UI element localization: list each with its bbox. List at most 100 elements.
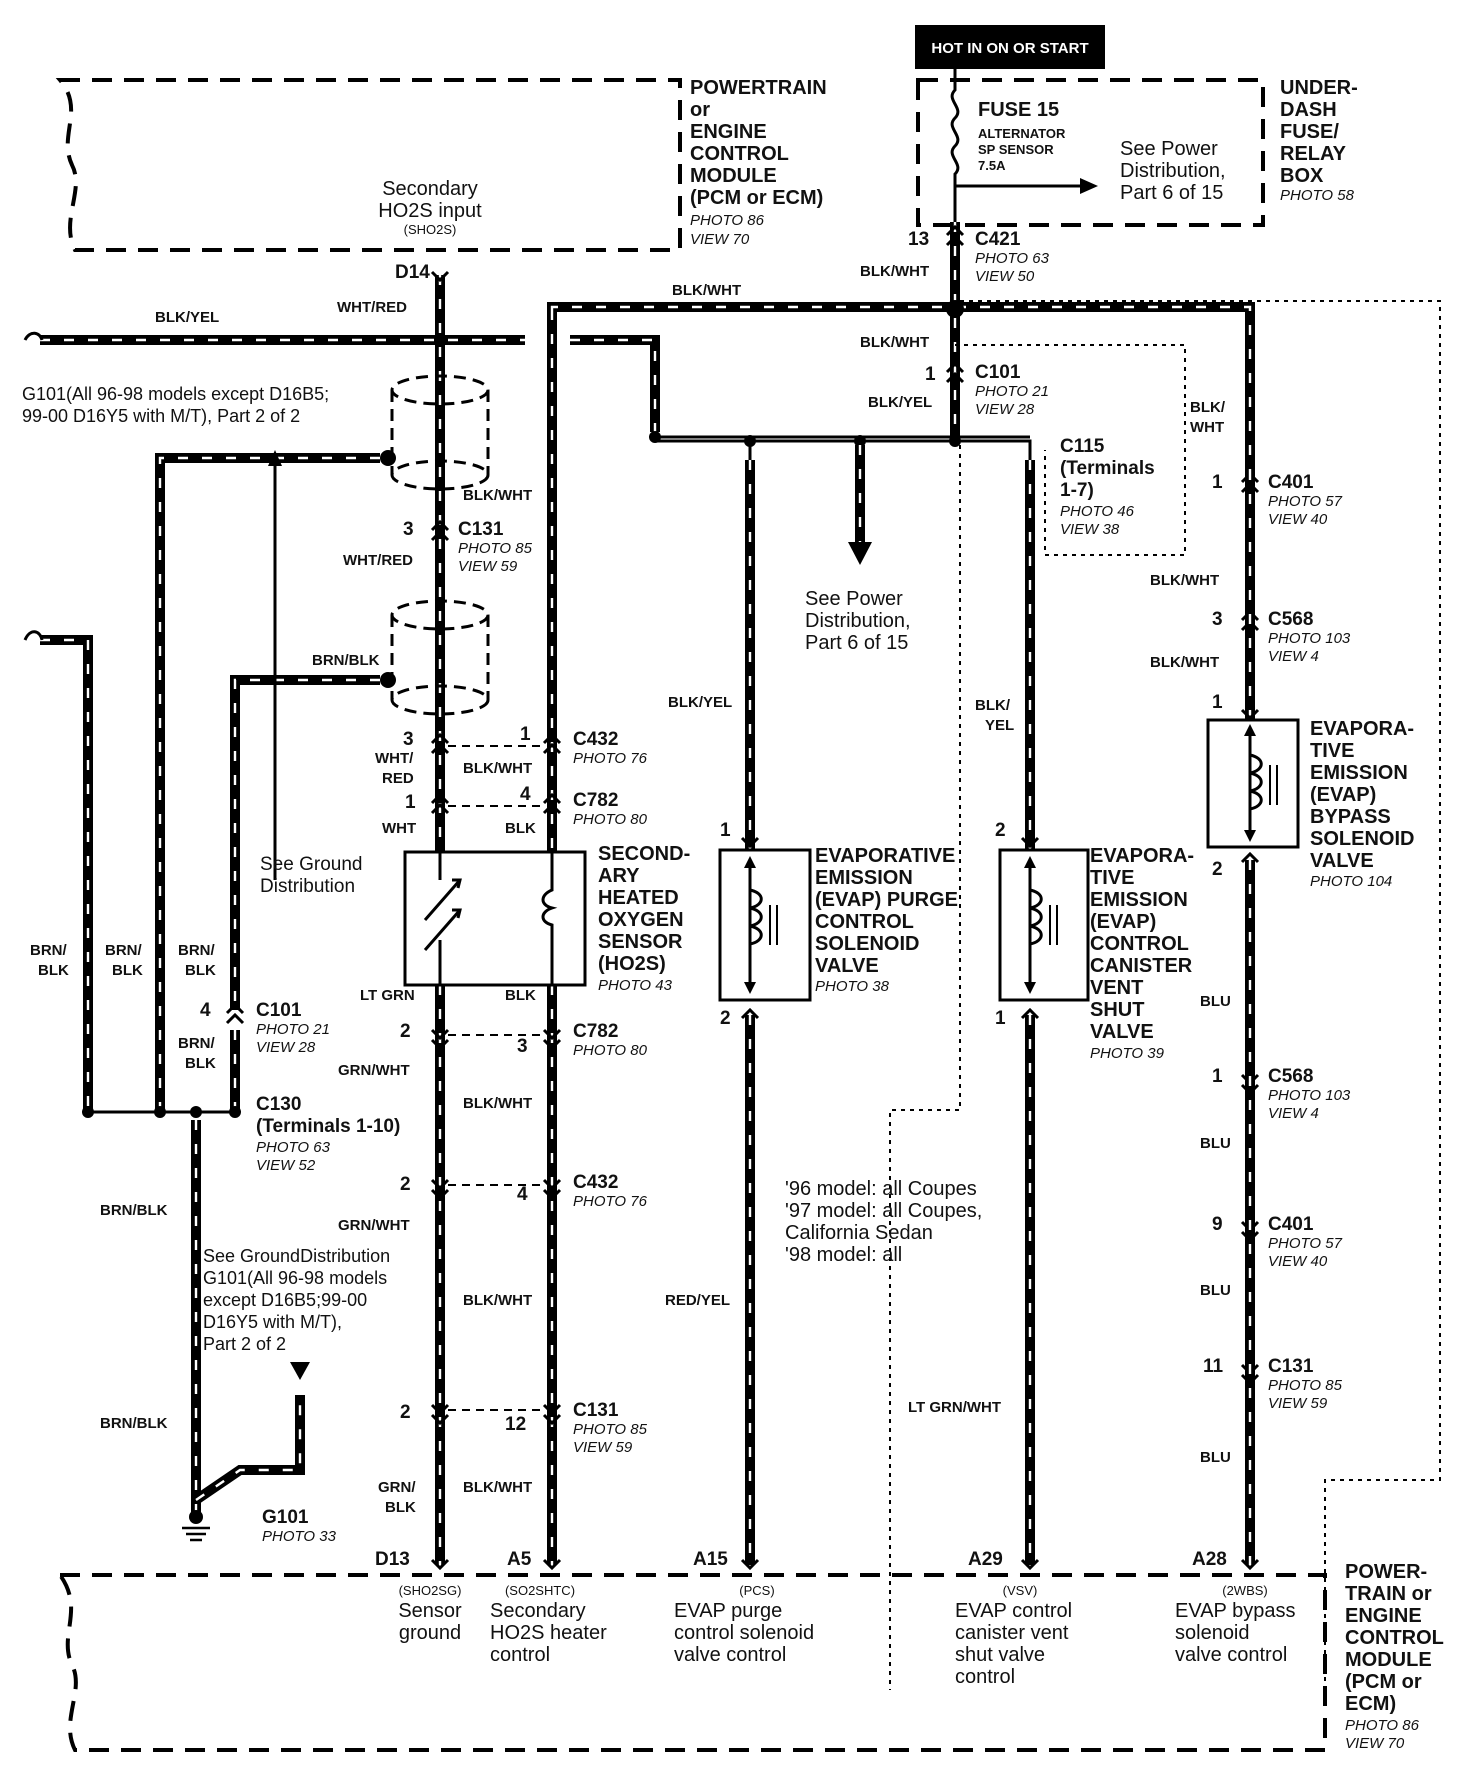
pin-a15: A15 — [693, 1549, 728, 1570]
c432b-name: C432 — [573, 1172, 618, 1193]
c432-pin-r: 1 — [520, 724, 531, 745]
svg-text:SENSOR: SENSOR — [598, 931, 683, 953]
c432b-pin-r: 4 — [517, 1184, 528, 1205]
terminal-a5: (SO2SHTC) Secondary HO2S heater control — [490, 1583, 607, 1666]
terminal-a29: (VSV) EVAP control canister vent shut va… — [955, 1583, 1072, 1688]
svg-text:MODULE: MODULE — [690, 165, 777, 187]
c131-photo: PHOTO 85 — [458, 540, 533, 557]
c101l-photo: PHOTO 21 — [256, 1021, 330, 1038]
svg-text:CANISTER: CANISTER — [1090, 955, 1193, 977]
fuse-arrow-head — [1080, 178, 1098, 194]
terminal-a15: (PCS) EVAP purge control solenoid valve … — [674, 1583, 814, 1666]
c421-name: C421 — [975, 229, 1021, 250]
c131c-photo: PHOTO 85 — [1268, 1377, 1343, 1394]
svg-text:ENGINE: ENGINE — [1345, 1605, 1422, 1627]
svg-text:VIEW 70: VIEW 70 — [1345, 1735, 1405, 1752]
c131-view: VIEW 59 — [458, 558, 518, 575]
c130-photo: PHOTO 63 — [256, 1139, 331, 1156]
wire-label: WHT/RED — [343, 552, 413, 569]
c401-view: VIEW 40 — [1268, 511, 1328, 528]
svg-text:FUSE/: FUSE/ — [1280, 121, 1339, 143]
svg-text:BOX: BOX — [1280, 165, 1324, 187]
purge-pin-bot: 2 — [720, 1008, 731, 1029]
c130-view: VIEW 52 — [256, 1157, 316, 1174]
wire-label: BLK/WHT — [463, 1292, 532, 1309]
c421-pin: 13 — [908, 229, 929, 250]
c782-pin-r: 4 — [520, 784, 531, 805]
fuse-see-2: Distribution, — [1120, 160, 1226, 182]
c131c-pin: 11 — [1203, 1356, 1224, 1377]
svg-text:SHUT: SHUT — [1090, 999, 1144, 1021]
svg-text:SOLENOID: SOLENOID — [815, 933, 919, 955]
svg-text:VALVE: VALVE — [1090, 1021, 1154, 1043]
ho2s-label: SECOND- ARY HEATED OXYGEN SENSOR (HO2S) … — [598, 843, 690, 994]
c568b-photo: PHOTO 103 — [1268, 1087, 1351, 1104]
c568-view: VIEW 4 — [1268, 648, 1319, 665]
fuse-desc-1: ALTERNATOR — [978, 126, 1066, 141]
svg-text:VENT: VENT — [1090, 977, 1143, 999]
pcm-top-box — [55, 78, 682, 252]
wire-label: BLK/ — [975, 697, 1011, 714]
svg-text:(SO2SHTC): (SO2SHTC) — [505, 1583, 575, 1598]
c130-name: (Terminals 1-10) — [256, 1116, 400, 1137]
wire-label: LT GRN — [360, 987, 415, 1004]
pin-d14: D14 — [395, 262, 430, 283]
wire-label: BLK/WHT — [1150, 572, 1219, 589]
power-header-text: HOT IN ON OR START — [931, 40, 1088, 57]
wire-label: BRN/BLK — [312, 652, 380, 669]
wire-label: BLK/WHT — [463, 487, 532, 504]
c782b-photo: PHOTO 80 — [573, 1042, 648, 1059]
c432-pin-l: 3 — [403, 729, 414, 750]
svg-text:control: control — [490, 1644, 550, 1666]
svg-text:CONTROL: CONTROL — [815, 911, 914, 933]
svg-text:Part 2 of 2: Part 2 of 2 — [203, 1334, 286, 1354]
svg-text:EMISSION: EMISSION — [815, 867, 913, 889]
c782b-pin-r: 3 — [517, 1036, 528, 1057]
c568-name: C568 — [1268, 609, 1313, 630]
c101l-pin: 4 — [200, 1000, 211, 1021]
svg-text:control: control — [955, 1666, 1015, 1688]
svg-text:BYPASS: BYPASS — [1310, 806, 1391, 828]
fuse-desc-3: 7.5A — [978, 158, 1006, 173]
c101-name: C101 — [975, 362, 1021, 383]
c115-name: C115 — [1060, 436, 1105, 457]
c130-name: C130 — [256, 1094, 301, 1115]
svg-text:(SHO2SG): (SHO2SG) — [399, 1583, 462, 1598]
c115-name: 1-7) — [1060, 480, 1094, 501]
svg-text:EVAPORA-: EVAPORA- — [1310, 718, 1414, 740]
c568b-pin: 1 — [1212, 1066, 1223, 1087]
pin-a5: A5 — [507, 1549, 532, 1570]
svg-text:POWER-: POWER- — [1345, 1561, 1427, 1583]
pcm-top-title: POWERTRAIN or ENGINE CONTROL MODULE (PCM… — [690, 77, 827, 248]
svg-text:'97 model: all Coupes,: '97 model: all Coupes, — [785, 1200, 982, 1222]
c131-pin: 3 — [403, 519, 414, 540]
brn-blk-left-wire — [40, 635, 93, 1110]
svg-text:valve control: valve control — [674, 1644, 786, 1666]
svg-text:(EVAP): (EVAP) — [1090, 911, 1156, 933]
c401b-pin: 9 — [1212, 1214, 1223, 1235]
wire-label: BLK — [185, 962, 216, 979]
c401b-view: VIEW 40 — [1268, 1253, 1328, 1270]
g101-note-1: G101(All 96-98 models except D16B5; — [22, 384, 329, 404]
wire-label: BLK/YEL — [155, 309, 219, 326]
svg-text:See GroundDistribution: See GroundDistribution — [203, 1246, 390, 1266]
c432b-pin-l: 2 — [400, 1174, 411, 1195]
svg-text:EVAPORA-: EVAPORA- — [1090, 845, 1194, 867]
svg-text:ground: ground — [399, 1622, 461, 1644]
wire-label: BLK/WHT — [463, 760, 532, 777]
wire-label: BLK/WHT — [860, 263, 929, 280]
wire-label: BLK — [38, 962, 69, 979]
svg-text:CONTROL: CONTROL — [690, 143, 789, 165]
wire-label: BRN/ — [105, 942, 142, 959]
svg-text:ARY: ARY — [598, 865, 640, 887]
svg-text:SOLENOID: SOLENOID — [1310, 828, 1414, 850]
pcm-bottom-box — [56, 1573, 1327, 1752]
wire-label: YEL — [985, 717, 1014, 734]
g101-photo: PHOTO 33 — [262, 1528, 337, 1545]
svg-text:(EVAP): (EVAP) — [1310, 784, 1376, 806]
wire-label: BLK — [505, 987, 536, 1004]
c421-photo: PHOTO 63 — [975, 250, 1050, 267]
c115-photo: PHOTO 46 — [1060, 503, 1135, 520]
purge-valve-box — [718, 848, 812, 1002]
wire-label: BLK — [505, 820, 536, 837]
